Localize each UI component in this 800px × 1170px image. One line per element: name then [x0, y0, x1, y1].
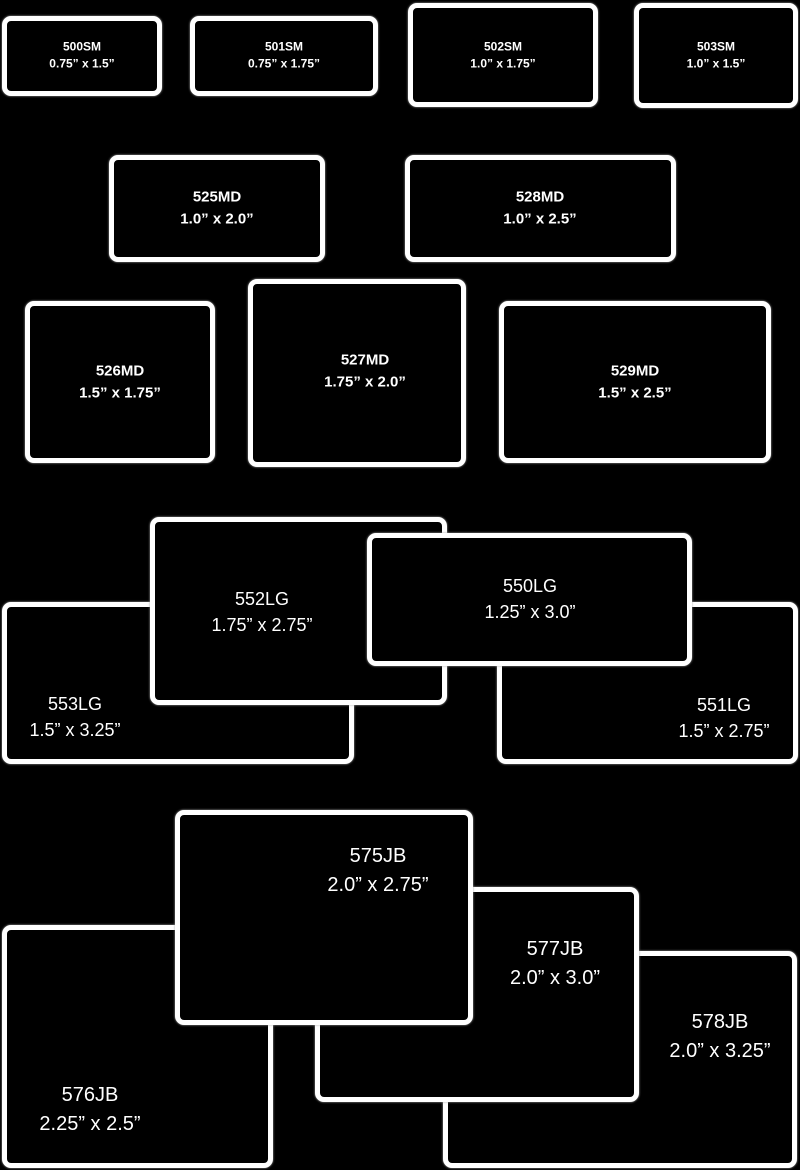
label-dimensions: 2.25” x 2.5”	[39, 1113, 141, 1135]
label-outline-501sm	[190, 16, 378, 96]
label-dimensions: 1.25” x 3.0”	[484, 602, 576, 622]
label-code: 529MD	[610, 362, 660, 380]
label-outline-500sm	[2, 16, 162, 96]
label-code: 577JB	[526, 938, 584, 960]
label-caption: 577JB 2.0” x 3.0”	[510, 935, 600, 993]
label-caption: 503SM 1.0” x 1.5”	[687, 39, 746, 74]
label-code: 552LG	[234, 588, 290, 609]
label-outline-529md	[499, 301, 771, 463]
label-outline-502sm	[408, 3, 598, 107]
label-outline-575jb	[175, 810, 473, 1025]
label-dimensions: 1.5” x 3.25”	[29, 720, 121, 740]
label-dimensions: 1.75” x 2.75”	[211, 615, 313, 635]
label-dimensions: 1.0” x 1.75”	[470, 57, 536, 71]
label-code: 527MD	[340, 351, 390, 369]
label-caption: 527MD 1.75” x 2.0”	[324, 349, 406, 393]
label-caption: 528MD 1.0” x 2.5”	[503, 186, 576, 230]
label-code: 502SM	[483, 39, 523, 54]
label-code: 525MD	[192, 188, 242, 206]
label-code: 553LG	[47, 693, 103, 714]
label-outline-550lg	[367, 533, 692, 666]
label-caption: 553LG 1.5” x 3.25”	[29, 691, 120, 743]
label-dimensions: 2.0” x 2.75”	[327, 874, 429, 896]
label-outline-576jb	[2, 925, 273, 1168]
label-caption: 550LG 1.25” x 3.0”	[484, 573, 575, 625]
label-caption: 576JB 2.25” x 2.5”	[39, 1081, 140, 1139]
label-code: 503SM	[696, 39, 736, 54]
label-code: 550LG	[502, 575, 558, 596]
label-caption: 578JB 2.0” x 3.25”	[669, 1008, 770, 1066]
label-dimensions: 1.75” x 2.0”	[324, 373, 406, 390]
label-caption: 552LG 1.75” x 2.75”	[211, 586, 312, 638]
label-outline-525md	[109, 155, 325, 262]
label-dimensions: 0.75” x 1.5”	[49, 57, 115, 71]
label-outline-527md	[248, 279, 466, 467]
label-caption: 575JB 2.0” x 2.75”	[327, 842, 428, 900]
label-dimensions: 1.0” x 2.0”	[180, 210, 254, 227]
label-caption: 500SM 0.75” x 1.5”	[49, 39, 114, 74]
label-code: 528MD	[515, 188, 565, 206]
label-caption: 502SM 1.0” x 1.75”	[470, 39, 535, 74]
label-caption: 529MD 1.5” x 2.5”	[598, 360, 671, 404]
label-code: 501SM	[264, 39, 304, 54]
label-caption: 551LG 1.5” x 2.75”	[678, 692, 769, 744]
label-dimensions: 1.0” x 2.5”	[503, 210, 577, 227]
label-dimensions: 2.0” x 3.25”	[669, 1040, 771, 1062]
label-code: 551LG	[696, 694, 752, 715]
label-code: 526MD	[95, 362, 145, 380]
label-dimensions: 1.5” x 1.75”	[79, 384, 161, 401]
label-code: 576JB	[61, 1084, 119, 1106]
label-code: 575JB	[349, 845, 407, 867]
label-dimensions: 1.0” x 1.5”	[686, 57, 746, 71]
label-code: 500SM	[62, 39, 102, 54]
label-caption: 501SM 0.75” x 1.75”	[248, 39, 320, 74]
label-outline-526md	[25, 301, 215, 463]
label-caption: 525MD 1.0” x 2.0”	[180, 186, 253, 230]
label-caption: 526MD 1.5” x 1.75”	[79, 360, 161, 404]
label-dimensions: 1.5” x 2.75”	[678, 721, 770, 741]
label-dimensions: 2.0” x 3.0”	[509, 967, 601, 989]
label-dimensions: 1.5” x 2.5”	[598, 384, 672, 401]
label-code: 578JB	[691, 1011, 749, 1033]
label-dimensions: 0.75” x 1.75”	[247, 57, 321, 71]
label-outline-528md	[405, 155, 676, 262]
label-outline-503sm	[634, 3, 798, 108]
